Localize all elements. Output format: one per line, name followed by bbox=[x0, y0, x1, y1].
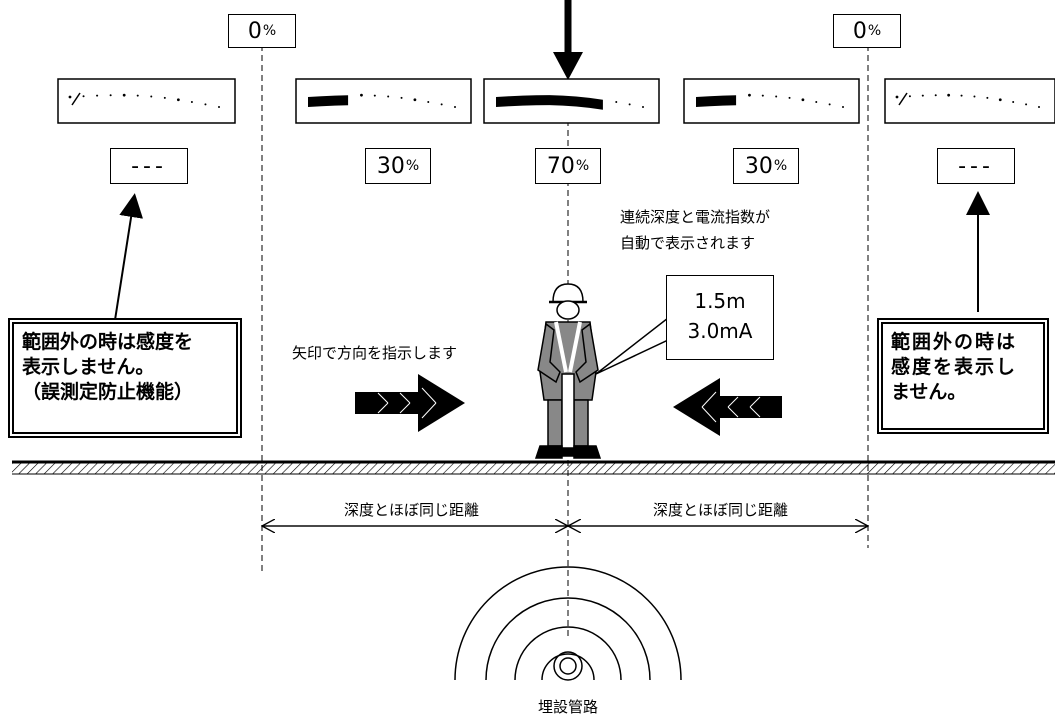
meter-far-right bbox=[884, 78, 1055, 124]
left-edge-percent-value: 0 bbox=[247, 18, 262, 44]
down-arrow-icon bbox=[553, 0, 583, 80]
right-out-of-range-note: 範囲外の時は 感度を表示し ません。 bbox=[877, 318, 1049, 434]
distance-left-label: 深度とほぼ同じ距離 bbox=[344, 501, 480, 519]
meter-far-left bbox=[57, 78, 236, 124]
right-edge-percent-value: 0 bbox=[852, 18, 867, 44]
distance-right-label: 深度とほぼ同じ距離 bbox=[653, 501, 789, 519]
right-dash-readout: --- bbox=[937, 148, 1015, 184]
center-percent-box: 70% bbox=[535, 148, 601, 184]
left-mid-percent-box: 30% bbox=[365, 148, 431, 184]
right-mid-percent-box: 30% bbox=[733, 148, 799, 184]
worker-figure-icon bbox=[534, 283, 602, 459]
buried-pipe-icon bbox=[454, 566, 682, 681]
arrow-instruction-label: 矢印で方向を指示します bbox=[292, 344, 458, 362]
meter-left bbox=[295, 78, 472, 124]
meter-center bbox=[483, 78, 660, 124]
right-edge-percent-box: 0% bbox=[833, 14, 901, 48]
left-direction-arrow-icon bbox=[673, 378, 782, 436]
right-direction-arrow-icon bbox=[355, 374, 465, 432]
ground-line bbox=[12, 460, 1055, 475]
meter-right bbox=[683, 78, 860, 124]
left-dash-readout: --- bbox=[110, 148, 188, 184]
left-edge-percent-box: 0% bbox=[228, 14, 296, 48]
left-note-pointer bbox=[114, 193, 143, 321]
readout-bubble-tail bbox=[595, 316, 669, 375]
buried-pipe-label: 埋設管路 bbox=[538, 698, 599, 716]
continuous-display-label: 連続深度と電流指数が 自動で表示されます bbox=[620, 208, 771, 252]
depth-value: 1.5m bbox=[694, 289, 746, 313]
left-out-of-range-note: 範囲外の時は感度を 表示しません。 （誤測定防止機能） bbox=[8, 318, 242, 438]
depth-current-readout: 1.5m 3.0mA bbox=[666, 275, 774, 360]
current-value: 3.0mA bbox=[687, 319, 753, 343]
